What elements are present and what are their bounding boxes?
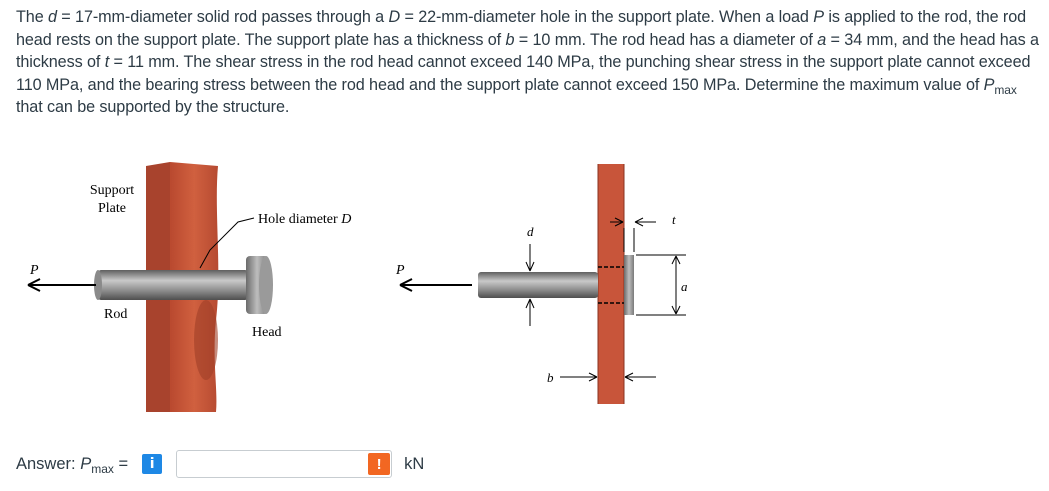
support-plate-section [598, 164, 624, 404]
var-b: b [505, 30, 515, 49]
problem-statement: The d = 17-mm-diameter solid rod passes … [16, 6, 1041, 119]
problem-text: The [16, 8, 48, 26]
left-isometric-drawing: P Support Plate Hole diameter D Rod Head [27, 162, 351, 412]
hole-diameter-label: Hole diameter D [258, 212, 351, 227]
b-label: b [547, 370, 554, 385]
hole-shadow [194, 300, 218, 380]
var-t: t [104, 53, 110, 72]
rod-head-face [259, 256, 273, 314]
info-icon[interactable]: i [142, 454, 163, 474]
answer-var: P [80, 454, 92, 473]
load-label-left: P [29, 263, 39, 278]
problem-text: = 11 mm. The shear stress in the rod hea… [16, 53, 1031, 94]
load-arrow-icon [27, 278, 41, 292]
problem-text: that can be supported by the structure. [16, 98, 290, 117]
problem-text: = 17-mm-diameter solid rod passes throug… [56, 8, 389, 26]
answer-input[interactable] [176, 450, 393, 478]
var-D: D [388, 8, 401, 26]
problem-text: = 22-mm-diameter hole in the support pla… [400, 8, 814, 26]
load-label-right: P [395, 263, 405, 278]
d-label: d [527, 224, 534, 239]
head-label: Head [252, 325, 282, 340]
var-P: P [813, 8, 824, 26]
rod [98, 270, 248, 300]
rod-section [478, 272, 598, 298]
support-plate-label-line1: Support [90, 183, 134, 198]
var-Pmax-subscript: max [994, 82, 1017, 97]
problem-text: = 34 mm, and the head has a thickness of [16, 30, 1039, 72]
answer-prefix: Answer: [16, 454, 81, 473]
rod-head-section [624, 255, 634, 315]
unit-label: kN [404, 454, 425, 473]
answer-equals: = [113, 454, 129, 473]
var-Pmax: P [983, 75, 995, 94]
rod-label: Rod [104, 307, 127, 322]
var-a: a [817, 30, 827, 49]
t-label: t [672, 212, 676, 227]
a-label: a [681, 279, 688, 294]
answer-var-subscript: max [91, 461, 114, 476]
rod-end [94, 270, 102, 300]
rod-support-figure: P Support Plate Hole diameter D Rod Head [0, 150, 720, 420]
problem-text: = 10 mm. The rod head has a diameter of [514, 30, 818, 49]
load-arrow-icon [399, 278, 413, 292]
answer-label: Answer: Pmax = [16, 454, 129, 476]
problem-text: is applied to the rod, the rod head rest… [16, 8, 1026, 49]
support-plate-label-line2: Plate [98, 201, 126, 216]
answer-row: Answer: Pmax = i ! kN [16, 444, 536, 484]
var-d: d [48, 8, 57, 26]
warning-icon: ! [368, 453, 391, 475]
right-section-drawing: P d t a b [395, 164, 688, 404]
